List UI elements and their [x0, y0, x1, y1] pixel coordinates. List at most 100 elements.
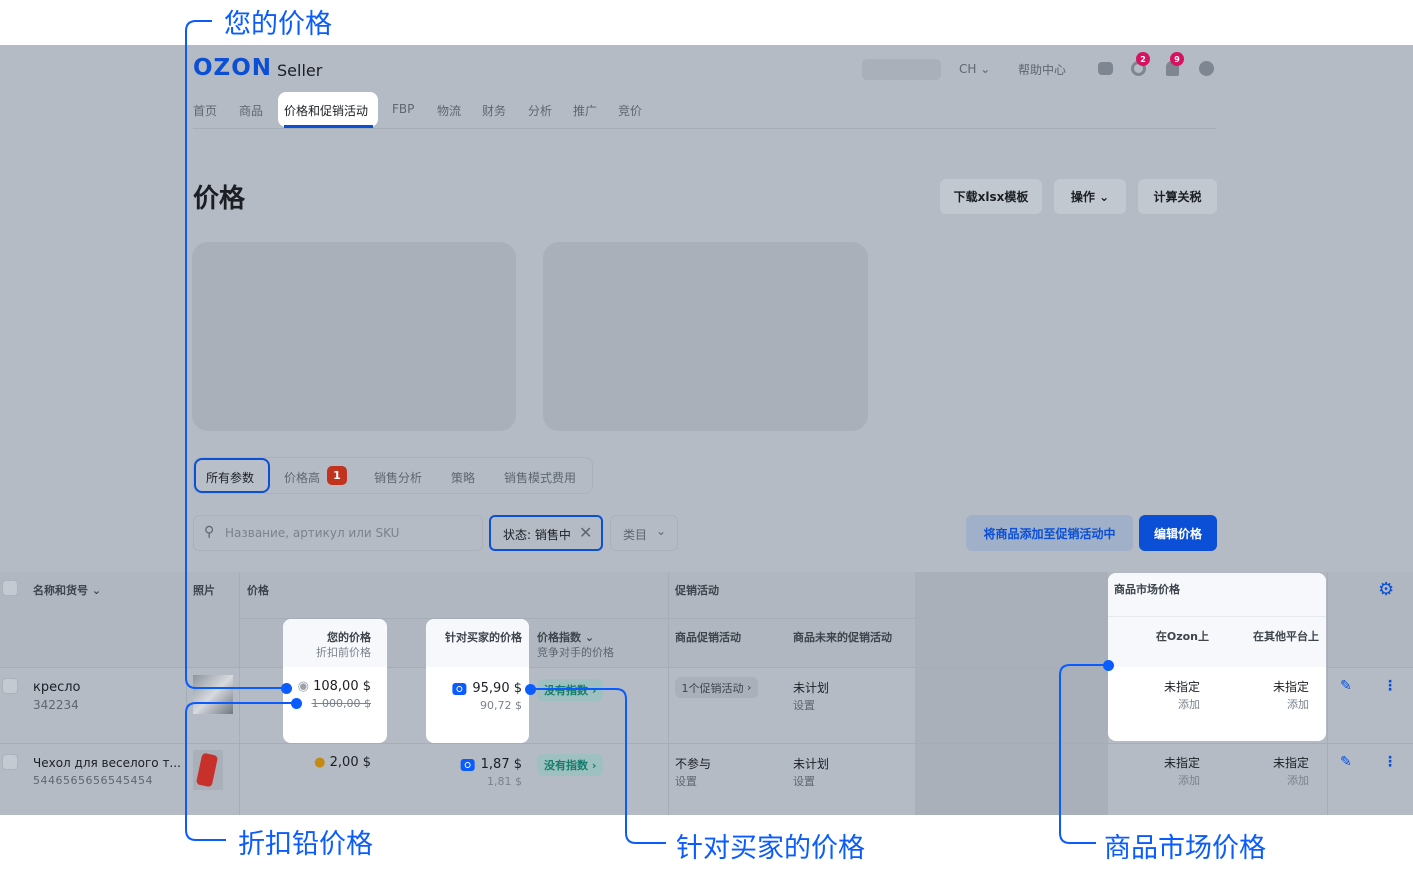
header-bg — [1108, 573, 1326, 667]
tab-price-high[interactable]: 价格高 — [284, 471, 321, 485]
nav-promotion[interactable]: 推广 — [573, 104, 598, 118]
help-center-link[interactable]: 帮助中心 — [1018, 63, 1067, 77]
gear-icon[interactable]: ⚙ — [1378, 579, 1395, 600]
ozon-market-price: 未指定 — [1163, 756, 1200, 770]
language-selector[interactable]: CH ⌄ — [959, 62, 990, 76]
chat-icon[interactable] — [1098, 62, 1113, 75]
nav-home[interactable]: 首页 — [193, 104, 218, 118]
store-selector[interactable] — [862, 59, 941, 80]
edit-price-button[interactable]: 编辑价格 — [1139, 515, 1217, 551]
header-buyer-price: 针对买家的价格 — [445, 631, 522, 644]
header-price-index-label: 价格指数 — [537, 631, 581, 644]
annotation-dot — [281, 683, 292, 694]
annotation-market-price: 商品市场价格 — [1104, 833, 1266, 864]
other-market-add-link[interactable]: 添加 — [1287, 698, 1309, 711]
buyer-price-text: 1,87 $ — [480, 757, 522, 772]
other-market-add-link[interactable]: 添加 — [1287, 774, 1309, 787]
header-price-index[interactable]: 价格指数 ⌄ — [537, 629, 594, 645]
nav-logistics[interactable]: 物流 — [437, 104, 462, 118]
category-filter[interactable]: 类目 ⌄ — [610, 515, 678, 551]
future-promo-value: 未计划 — [793, 757, 830, 771]
nav-finance[interactable]: 财务 — [482, 104, 507, 118]
promo-count-pill[interactable]: 1个促销活动 › — [675, 677, 758, 698]
nav-products[interactable]: 商品 — [239, 104, 264, 118]
header-future-promo: 商品未来的促销活动 — [793, 631, 892, 644]
future-promo-setup-link[interactable]: 设置 — [793, 699, 815, 712]
product-photo[interactable] — [193, 675, 233, 714]
annotation-your-price: 您的价格 — [224, 9, 332, 40]
annotation-buyer-price: 针对买家的价格 — [676, 833, 865, 864]
buyer-price-value: 1,87 $ — [460, 757, 522, 772]
nav-fbp[interactable]: FBP — [392, 102, 415, 116]
close-icon[interactable]: ✕ — [579, 523, 593, 542]
annotation-dot — [1103, 660, 1114, 671]
col-divider — [239, 572, 240, 815]
annotation-discount-price: 折扣铅价格 — [238, 829, 373, 860]
info-icon: ◉ — [297, 679, 309, 694]
status-filter-chip[interactable]: 状态: 销售中 ✕ — [489, 515, 603, 551]
nav-divider — [193, 128, 1216, 129]
row-checkbox[interactable] — [2, 678, 18, 694]
price-text: 2,00 $ — [329, 755, 371, 770]
future-promo-setup-link[interactable]: 设置 — [793, 775, 815, 788]
price-index-pill[interactable]: 没有指数 › — [537, 754, 604, 776]
nav-analytics[interactable]: 分析 — [528, 104, 553, 118]
header-competitor-price: 竞争对手的价格 — [537, 646, 614, 659]
promo-setup-link[interactable]: 设置 — [675, 775, 697, 788]
chevron-down-icon: ⌄ — [91, 584, 102, 597]
header-on-ozon: 在Ozon上 — [1155, 630, 1209, 643]
product-photo[interactable] — [193, 750, 223, 790]
page-title: 价格 — [193, 184, 246, 214]
future-promo-value: 未计划 — [793, 681, 830, 695]
annotation-dot — [525, 684, 536, 695]
tab-sales-analysis[interactable]: 销售分析 — [374, 471, 423, 485]
other-market-price: 未指定 — [1272, 756, 1309, 770]
row-divider — [0, 743, 1413, 744]
tab-all-params[interactable] — [194, 458, 270, 493]
calculate-duties-button[interactable]: 计算关税 — [1138, 179, 1217, 214]
header-photo: 照片 — [193, 584, 215, 597]
header-other-platforms: 在其他平台上 — [1253, 630, 1319, 643]
add-to-promo-button[interactable]: 将商品添加至促销活动中 — [966, 515, 1133, 551]
ozon-market-add-link[interactable]: 添加 — [1178, 774, 1200, 787]
select-all-checkbox[interactable] — [2, 580, 18, 596]
chevron-down-icon: ⌄ — [656, 524, 667, 538]
header-name[interactable]: 名称和货号 ⌄ — [33, 582, 101, 598]
more-icon[interactable]: ⋮ — [1383, 678, 1397, 694]
header-market-price: 商品市场价格 — [1114, 583, 1180, 596]
product-name[interactable]: кресло — [33, 680, 81, 695]
buyer-price-sub: 90,72 $ — [480, 699, 522, 712]
search-input[interactable]: ⚲ Название, артикул или SKU — [193, 515, 483, 551]
ozon-logo[interactable]: OZON — [193, 55, 273, 81]
chevron-down-icon: ⌄ — [980, 62, 991, 76]
more-icon[interactable]: ⋮ — [1383, 754, 1397, 770]
nav-bidding[interactable]: 竞价 — [618, 104, 643, 118]
header-divider — [1108, 616, 1326, 617]
header-promo: 促销活动 — [675, 584, 719, 597]
ozon-market-add-link[interactable]: 添加 — [1178, 698, 1200, 711]
other-market-price: 未指定 — [1272, 680, 1309, 694]
chevron-down-icon: ⌄ — [584, 631, 595, 644]
edit-icon[interactable]: ✎ — [1340, 678, 1352, 694]
product-sku: 342234 — [33, 698, 79, 712]
tab-fees[interactable]: 销售模式费用 — [504, 471, 577, 485]
download-template-button[interactable]: 下载xlsx模板 — [940, 179, 1042, 214]
row-checkbox[interactable] — [2, 754, 18, 770]
hidden-column-placeholder — [915, 572, 1108, 815]
tab-strategy[interactable]: 策略 — [451, 471, 476, 485]
annotation-dot — [291, 698, 302, 709]
category-label: 类目 — [623, 528, 648, 542]
actions-button[interactable]: 操作 ⌄ — [1054, 179, 1126, 214]
edit-icon[interactable]: ✎ — [1340, 754, 1352, 770]
buyer-price-text: 95,90 $ — [472, 681, 522, 696]
col-divider — [668, 572, 669, 815]
nav-prices-promotions[interactable]: 价格和促销活动 — [284, 104, 369, 118]
row-divider — [0, 667, 1413, 668]
ozon-card-icon — [452, 682, 467, 695]
col-divider — [186, 572, 187, 815]
profile-icon[interactable] — [1199, 61, 1214, 76]
product-name[interactable]: Чехол для веселого т... — [33, 756, 181, 770]
header-bg — [283, 619, 387, 667]
search-placeholder: Название, артикул или SKU — [225, 526, 400, 540]
